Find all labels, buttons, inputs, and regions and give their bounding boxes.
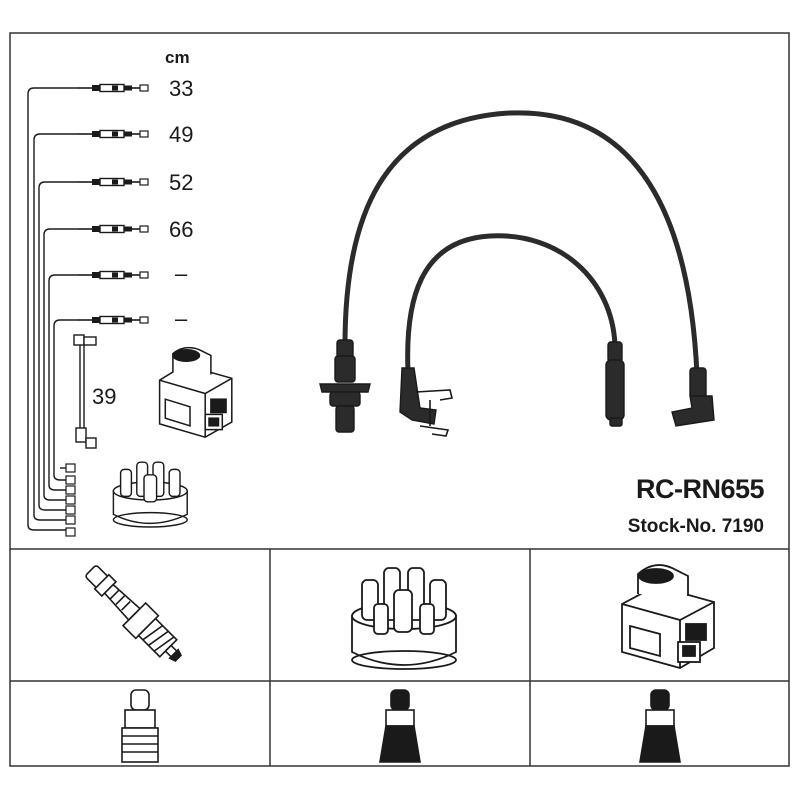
length-unit-label: cm	[165, 48, 190, 67]
lead-length-2: 49	[169, 122, 193, 147]
coil-boot-connector	[399, 367, 453, 437]
product-model: RC-RN655	[636, 474, 765, 504]
coil-lead-length: 39	[92, 384, 116, 409]
distributor-boot-connector	[605, 341, 625, 427]
lead-terminals	[65, 463, 76, 537]
lead-length-legend: cm 33 49	[27, 48, 193, 537]
ignition-coil-large-icon	[621, 564, 715, 669]
coil-boot-icon	[639, 689, 681, 763]
lead-length-4: 66	[169, 217, 193, 242]
distributor-cap-icon	[112, 461, 188, 528]
lead-length-3: 52	[169, 170, 193, 195]
outer-frame	[9, 32, 790, 767]
coil-lead	[73, 334, 97, 449]
spark-plug-connector-large	[319, 339, 371, 433]
lead-length-6: –	[175, 306, 188, 331]
distributor-boot-icon	[379, 689, 421, 763]
ignition-cables	[342, 110, 700, 378]
spark-plug-icon	[85, 565, 182, 662]
distributor-cap-large-icon	[351, 567, 457, 670]
spark-plug-boot-connector	[671, 367, 715, 427]
spark-plug-boot-icon	[121, 689, 159, 763]
ignition-coil-icon	[158, 346, 233, 439]
stock-number: Stock-No. 7190	[628, 516, 764, 537]
lead-length-1: 33	[169, 76, 193, 101]
lead-connectors	[77, 83, 149, 325]
lead-bundle	[27, 87, 78, 531]
lead-length-5: –	[175, 261, 188, 286]
